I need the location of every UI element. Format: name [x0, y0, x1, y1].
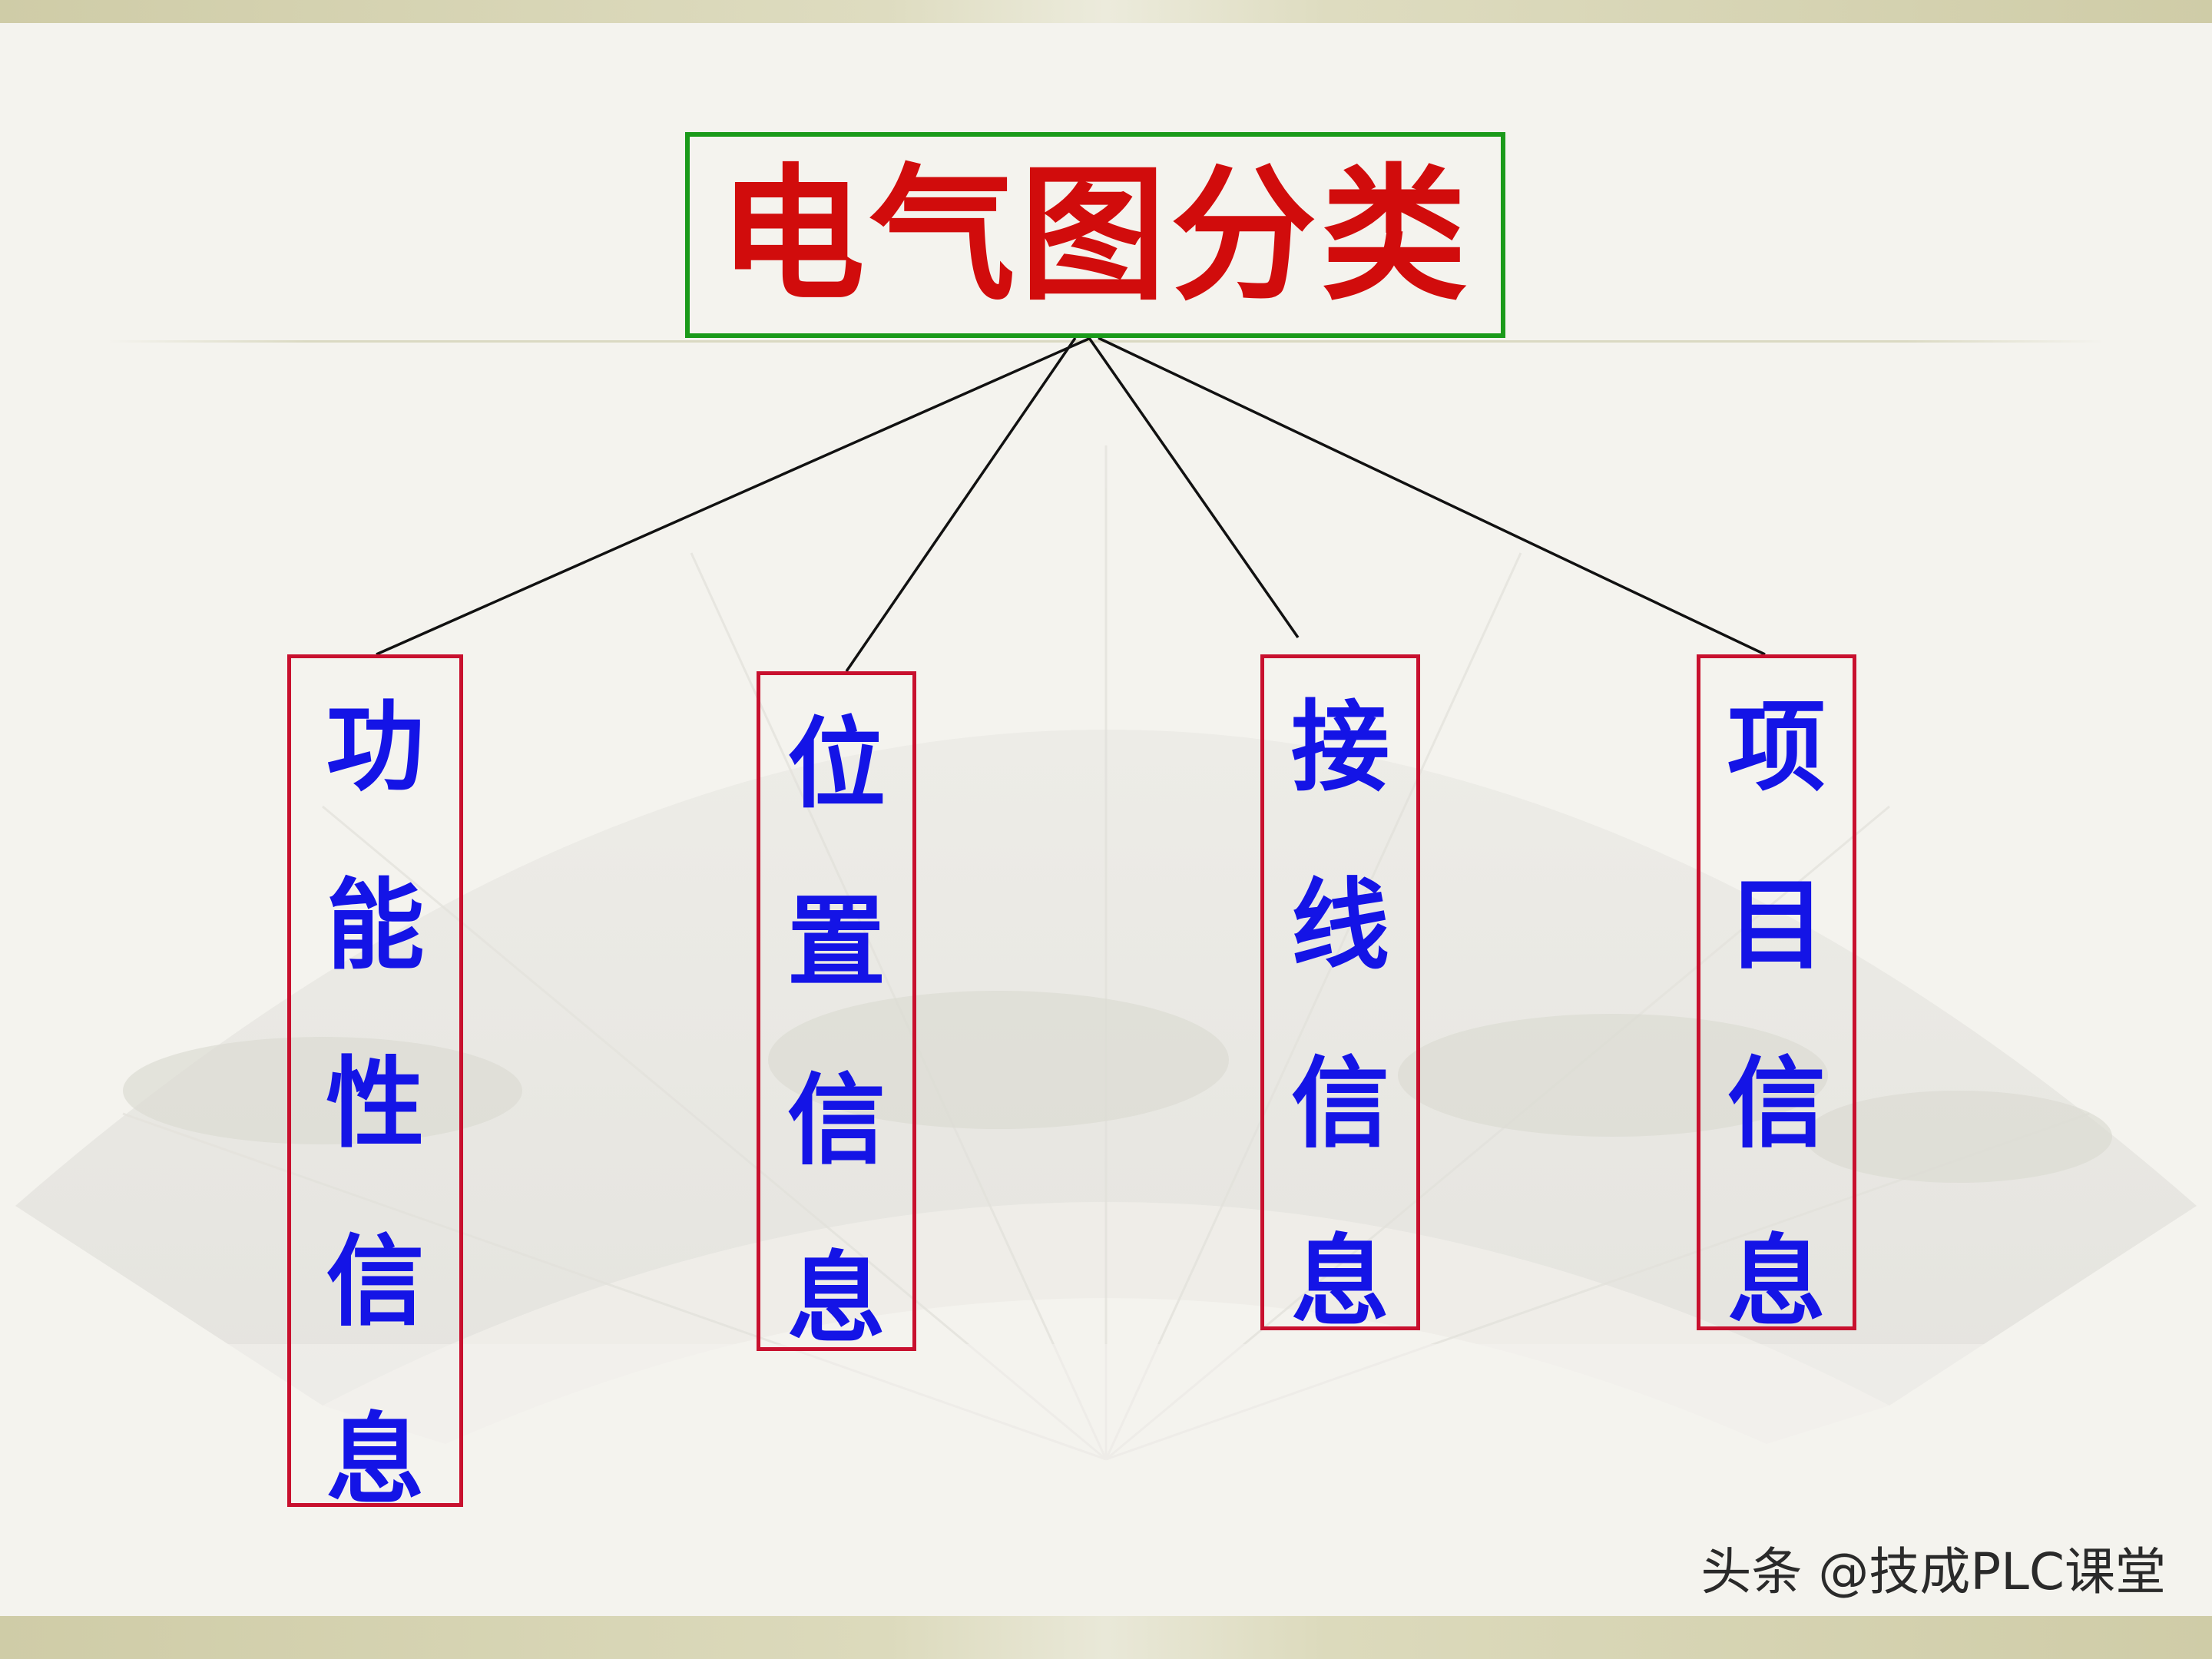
category-label-functional: 功能性信息 — [326, 690, 425, 1518]
connector-line-4 — [1098, 336, 1766, 656]
category-node-location: 位置信息 — [757, 671, 916, 1356]
connector-line-2 — [845, 337, 1077, 672]
category-node-functional: 功能性信息 — [287, 654, 463, 1518]
category-node-item: 项目信息 — [1697, 654, 1856, 1339]
category-node-wiring: 接线信息 — [1260, 654, 1420, 1339]
connector-line-1 — [376, 336, 1091, 656]
category-label-location: 位置信息 — [786, 707, 886, 1356]
root-node: 电气图分类 — [685, 132, 1505, 338]
category-label-wiring: 接线信息 — [1290, 690, 1389, 1339]
top-border-band — [0, 0, 2212, 23]
bottom-border-band — [0, 1616, 2212, 1659]
category-label-item: 项目信息 — [1727, 690, 1826, 1339]
root-node-label: 电气图分类 — [718, 149, 1472, 320]
watermark-text: 头条 @技成PLC课堂 — [1700, 1542, 2166, 1601]
connector-line-3 — [1088, 336, 1300, 639]
